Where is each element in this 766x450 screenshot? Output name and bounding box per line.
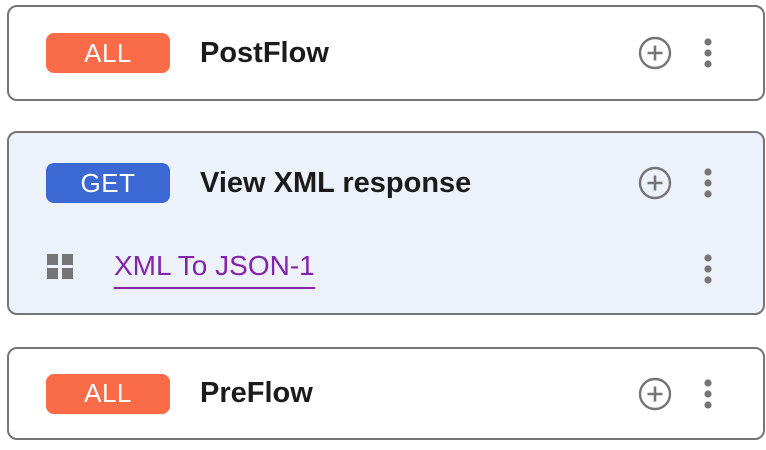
method-badge: GET [46, 163, 170, 203]
policy-row: XML To JSON-1 [9, 233, 763, 305]
kebab-menu-icon [704, 168, 712, 198]
policy-actions [703, 253, 713, 285]
more-options-button[interactable] [703, 253, 713, 285]
more-options-button[interactable] [703, 378, 713, 410]
add-policy-button[interactable] [638, 166, 672, 200]
policy-grid-icon [47, 254, 73, 284]
more-options-button[interactable] [703, 167, 713, 199]
plus-circle-icon [638, 36, 672, 70]
add-policy-button[interactable] [638, 36, 672, 70]
flow-actions [638, 36, 713, 70]
kebab-menu-icon [704, 38, 712, 68]
flow-header-row: ALL PostFlow [9, 7, 763, 99]
more-options-button[interactable] [703, 37, 713, 69]
flow-title: PreFlow [200, 377, 313, 409]
flow-card-postflow[interactable]: ALL PostFlow [7, 5, 765, 101]
plus-circle-icon [638, 377, 672, 410]
plus-circle-icon [638, 166, 672, 200]
flow-actions [638, 166, 713, 200]
method-badge: ALL [46, 33, 170, 73]
flow-header-row: GET View XML response [9, 133, 763, 233]
flow-card-view-xml-response[interactable]: GET View XML response [7, 131, 765, 315]
kebab-menu-icon [704, 378, 712, 409]
flow-header-row: ALL PreFlow [9, 349, 763, 438]
method-badge: ALL [46, 373, 170, 414]
flow-title: View XML response [200, 166, 472, 199]
flow-actions [638, 377, 713, 411]
policy-link-xml-to-json[interactable]: XML To JSON-1 [114, 250, 315, 289]
add-policy-button[interactable] [638, 377, 672, 411]
flow-card-preflow[interactable]: ALL PreFlow [7, 347, 765, 440]
flow-title: PostFlow [200, 36, 329, 69]
kebab-menu-icon [704, 254, 712, 284]
